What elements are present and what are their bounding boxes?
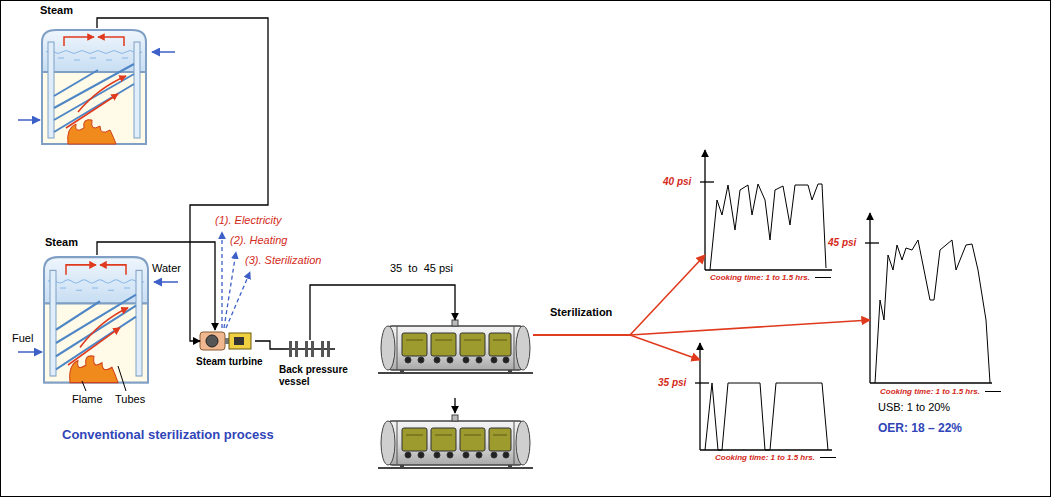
boiler: Steam (38, 28, 150, 146)
steam-turbine: Steam turbine (200, 330, 255, 352)
node-text: Cooking time: 1 to 1.5 hrs. (710, 273, 831, 282)
node-text: 45 psi (828, 237, 856, 249)
node-text: Back pressure vessel (279, 364, 349, 387)
boiler (44, 257, 148, 382)
pressure-chart: 35 psiCooking time: 1 to 1.5 hrs. (700, 345, 830, 450)
sterilizer (378, 415, 533, 469)
boiler (42, 30, 146, 144)
node-text: Steam (40, 4, 73, 17)
callout-text: (2). Heating (230, 234, 287, 247)
steam-turbine (200, 332, 251, 350)
pressure-chart: 45 psiCooking time: 1 to 1.5 hrs. (870, 215, 990, 383)
steam-line (533, 335, 700, 360)
sterilizer: Sterilization (378, 320, 533, 375)
edge-label: 35 to 45 psi (388, 262, 455, 275)
back-pressure-vessel (285, 341, 335, 357)
part-label: Water (152, 262, 181, 275)
steam-line (533, 255, 705, 335)
node-text: 40 psi (663, 176, 691, 188)
note: OER: 18 – 22% (878, 422, 962, 436)
caption: Conventional sterilization process (62, 428, 274, 443)
steam-line (97, 18, 268, 341)
callout-text: (3). Sterilization (245, 254, 321, 267)
sterilizer (378, 320, 533, 374)
turbine-output-arrows (222, 232, 250, 328)
node-text: Sterilization (550, 306, 612, 319)
leader-lines (82, 366, 126, 391)
part-label: Fuel (12, 332, 33, 345)
part-label: Tubes (115, 393, 145, 406)
steam-inlet (454, 398, 455, 413)
steam-line (97, 242, 215, 330)
node-text: Cooking time: 1 to 1.5 hrs. (880, 387, 1001, 396)
steam-line (255, 341, 285, 349)
steam-line (310, 285, 455, 340)
callout-text: (1). Electricity (215, 214, 282, 227)
back-pressure-vessel: Back pressure vessel (285, 340, 335, 358)
node-text: Cooking time: 1 to 1.5 hrs. (715, 453, 836, 462)
pressure-chart: 40 psiCooking time: 1 to 1.5 hrs. (705, 150, 830, 270)
node-text: Steam turbine (196, 356, 263, 368)
steam-line (533, 320, 870, 335)
node-text: 35 psi (658, 377, 686, 389)
part-label: Flame (72, 393, 103, 406)
node-text: Steam (45, 236, 78, 249)
pressure-charts (695, 150, 992, 450)
boiler: Steam (40, 255, 152, 385)
feed-arrows (18, 52, 178, 352)
note: USB: 1 to 20% (878, 401, 950, 414)
